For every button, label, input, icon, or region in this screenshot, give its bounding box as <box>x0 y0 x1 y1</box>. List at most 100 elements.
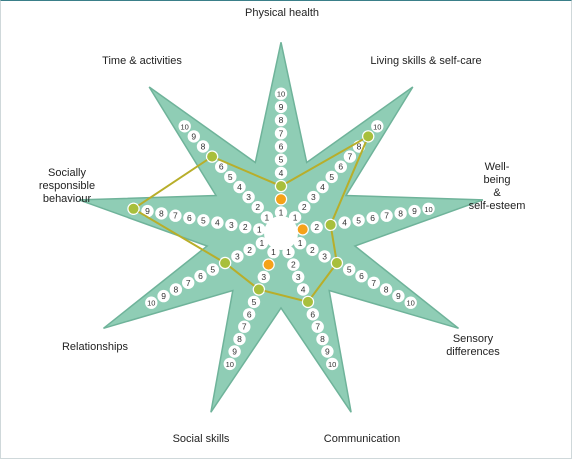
scale-badge-living-skills-3[interactable] <box>307 190 320 204</box>
scale-badge-time-activities-2[interactable] <box>251 201 264 214</box>
scale-badge-communication-6[interactable] <box>306 308 319 321</box>
scale-badge-well-being-2[interactable] <box>310 221 323 234</box>
scale-badge-relationships-7[interactable] <box>182 276 195 289</box>
scale-badge-physical-health-1[interactable] <box>274 206 288 219</box>
scale-badge-time-activities-6[interactable] <box>215 160 228 173</box>
scale-badge-physical-health-5[interactable] <box>274 153 288 166</box>
score-marker-socially-responsible[interactable] <box>127 202 140 215</box>
score-marker-relationships[interactable] <box>219 257 232 269</box>
scale-badge-time-activities-10[interactable] <box>178 120 191 133</box>
scale-badge-well-being-6[interactable] <box>366 211 379 225</box>
scale-badge-social-skills-8[interactable] <box>233 332 246 346</box>
scale-badge-label: 6 <box>359 271 364 281</box>
axis-label-living-skills: Living skills & self-care <box>370 55 482 67</box>
scale-badge-label: 3 <box>261 272 266 282</box>
scale-badge-social-skills-5[interactable] <box>247 295 261 309</box>
score-marker-social-skills[interactable] <box>252 283 265 296</box>
scale-badge-relationships-6[interactable] <box>194 270 207 283</box>
scale-badge-living-skills-5[interactable] <box>325 170 338 184</box>
scale-badge-well-being-5[interactable] <box>352 214 365 227</box>
axis-label-relationships: Relationships <box>61 341 129 353</box>
scale-badge-physical-health-4[interactable] <box>274 166 288 180</box>
axis-label-social-skills: Social skills <box>172 433 230 445</box>
scale-badge-label: 4 <box>215 218 220 228</box>
scale-badge-communication-7[interactable] <box>311 320 324 333</box>
scale-badge-relationships-5[interactable] <box>206 263 219 276</box>
scale-badge-sensory-9[interactable] <box>392 289 405 303</box>
inner-marker-physical-health[interactable] <box>275 193 287 206</box>
scale-badge-label: 8 <box>201 142 206 152</box>
scale-badge-relationships-3[interactable] <box>231 250 244 263</box>
scale-badge-living-skills-10[interactable] <box>371 120 384 133</box>
scale-badge-well-being-9[interactable] <box>408 204 421 218</box>
scale-badge-relationships-8[interactable] <box>169 283 183 296</box>
score-marker-sensory[interactable] <box>330 257 343 269</box>
scale-badge-relationships-1[interactable] <box>255 237 269 250</box>
scale-badge-communication-8[interactable] <box>316 332 329 346</box>
inner-marker-social-skills[interactable] <box>262 258 275 271</box>
scale-badge-sensory-10[interactable] <box>404 296 417 309</box>
scale-badge-living-skills-6[interactable] <box>334 160 347 173</box>
scale-badge-physical-health-9[interactable] <box>274 100 288 114</box>
scale-badge-well-being-7[interactable] <box>380 209 393 222</box>
scale-badge-socially-responsible-3[interactable] <box>225 218 238 232</box>
score-marker-physical-health[interactable] <box>275 180 287 193</box>
scale-badge-label: 9 <box>412 206 417 216</box>
scale-badge-social-skills-7[interactable] <box>238 320 251 333</box>
scale-badge-communication-9[interactable] <box>321 345 334 358</box>
scale-badge-sensory-6[interactable] <box>355 270 368 283</box>
scale-badge-sensory-8[interactable] <box>379 283 393 296</box>
scale-badge-sensory-7[interactable] <box>367 276 380 289</box>
scale-badge-well-being-8[interactable] <box>394 207 407 220</box>
scale-badge-living-skills-2[interactable] <box>298 201 311 214</box>
scale-badge-well-being-4[interactable] <box>338 216 351 229</box>
scale-badge-socially-responsible-8[interactable] <box>155 207 168 220</box>
scale-badge-sensory-5[interactable] <box>343 263 356 276</box>
scale-badge-well-being-10[interactable] <box>422 202 435 215</box>
scale-badge-physical-health-8[interactable] <box>274 113 288 127</box>
axis-label-physical-health: Physical health <box>245 7 319 19</box>
score-marker-well-being[interactable] <box>324 218 337 231</box>
scale-badge-living-skills-7[interactable] <box>343 150 357 163</box>
scale-badge-relationships-9[interactable] <box>157 289 170 303</box>
scale-badge-relationships-10[interactable] <box>145 296 158 309</box>
score-marker-time-activities[interactable] <box>206 150 219 163</box>
scale-badge-socially-responsible-7[interactable] <box>169 209 182 222</box>
scale-badge-relationships-2[interactable] <box>243 243 256 256</box>
scale-badge-label: 10 <box>424 205 432 214</box>
scale-badge-living-skills-4[interactable] <box>316 180 329 194</box>
scale-badge-label: 9 <box>161 291 166 301</box>
scale-badge-social-skills-10[interactable] <box>223 357 236 371</box>
scale-badge-physical-health-6[interactable] <box>274 140 288 153</box>
scale-badge-physical-health-10[interactable] <box>274 87 288 100</box>
scale-badge-communication-4[interactable] <box>296 283 310 296</box>
scale-badge-label: 6 <box>338 162 343 172</box>
scale-badge-time-activities-8[interactable] <box>196 140 210 153</box>
scale-badge-socially-responsible-2[interactable] <box>239 221 252 234</box>
scale-badge-sensory-3[interactable] <box>318 250 331 263</box>
scale-badge-communication-3[interactable] <box>292 270 305 284</box>
scale-badge-label: 3 <box>322 251 327 261</box>
score-marker-living-skills[interactable] <box>362 130 375 143</box>
scale-badge-time-activities-3[interactable] <box>242 190 255 204</box>
scale-badge-time-activities-9[interactable] <box>187 130 200 143</box>
scale-badge-sensory-1[interactable] <box>293 237 307 250</box>
scale-badge-label: 2 <box>310 245 315 255</box>
scale-badge-socially-responsible-5[interactable] <box>197 214 210 227</box>
scale-badge-social-skills-9[interactable] <box>228 345 241 358</box>
scale-badge-time-activities-5[interactable] <box>224 170 237 184</box>
scale-badge-socially-responsible-6[interactable] <box>183 211 196 225</box>
scale-badge-sensory-2[interactable] <box>306 243 319 256</box>
scale-badge-physical-health-7[interactable] <box>274 127 288 140</box>
scale-badge-communication-2[interactable] <box>287 258 300 271</box>
scale-badge-social-skills-6[interactable] <box>243 308 256 321</box>
scale-badge-socially-responsible-1[interactable] <box>253 223 266 236</box>
scale-badge-communication-10[interactable] <box>326 357 339 371</box>
scale-badge-socially-responsible-4[interactable] <box>211 216 224 229</box>
scale-badge-time-activities-4[interactable] <box>233 180 246 194</box>
score-marker-communication[interactable] <box>302 295 314 308</box>
inner-marker-well-being[interactable] <box>296 223 309 236</box>
scale-badge-social-skills-3[interactable] <box>257 270 270 284</box>
scale-badge-label: 5 <box>356 215 361 225</box>
